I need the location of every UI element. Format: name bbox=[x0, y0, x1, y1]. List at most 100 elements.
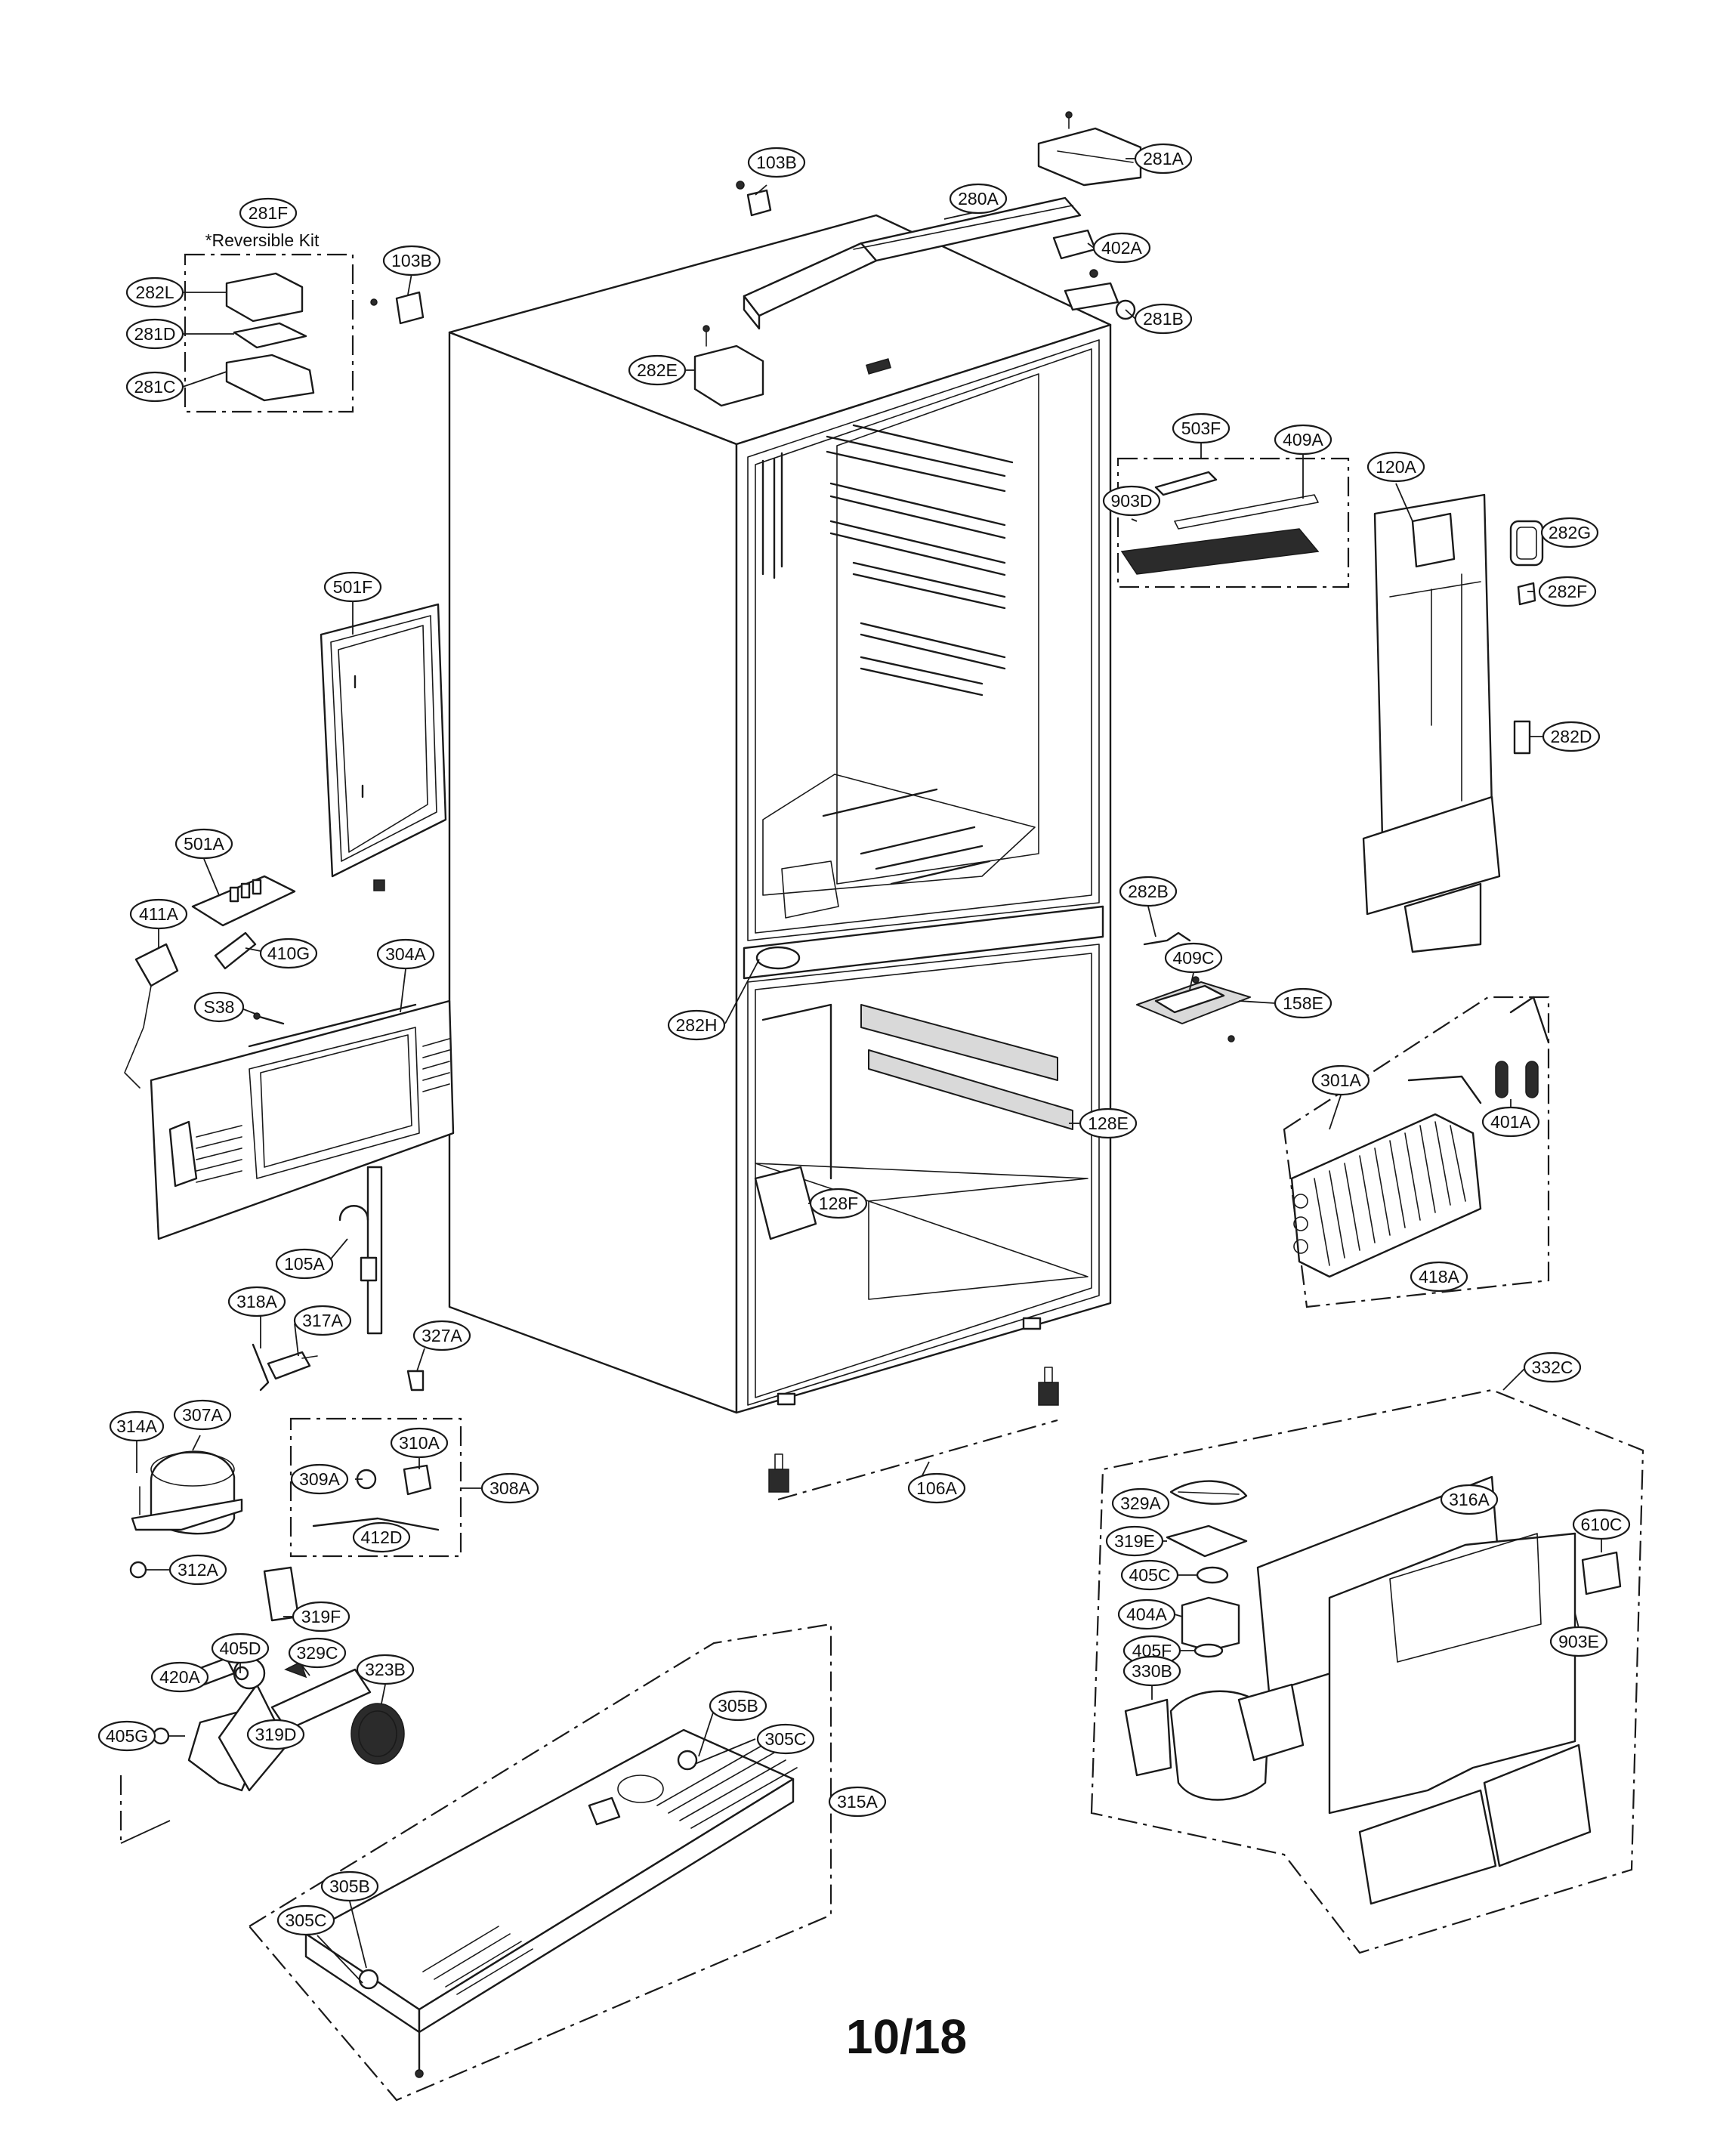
svg-text:409C: 409C bbox=[1173, 948, 1215, 968]
svg-text:282L: 282L bbox=[135, 283, 174, 302]
svg-text:405C: 405C bbox=[1129, 1565, 1171, 1585]
callout-301A: 301A bbox=[1311, 1064, 1370, 1096]
drain-hose-105A bbox=[338, 1166, 383, 1335]
part-282F bbox=[1517, 582, 1536, 606]
svg-text:105A: 105A bbox=[284, 1254, 325, 1274]
top-hinge-cover-280A bbox=[743, 196, 1082, 330]
svg-text:281A: 281A bbox=[1143, 149, 1184, 168]
callout-282L: 282L bbox=[125, 276, 184, 308]
callout-409C: 409C bbox=[1164, 942, 1223, 974]
svg-text:319E: 319E bbox=[1114, 1531, 1155, 1551]
callout-319E: 319E bbox=[1105, 1525, 1164, 1557]
svg-text:309A: 309A bbox=[299, 1469, 340, 1489]
callout-327A: 327A bbox=[412, 1320, 471, 1351]
sensor-318A-317A bbox=[252, 1343, 318, 1392]
reversible-kit-note: *Reversible Kit bbox=[205, 230, 320, 250]
light-assembly-409C bbox=[1136, 981, 1251, 1042]
svg-text:610C: 610C bbox=[1581, 1515, 1623, 1534]
callout-158E: 158E bbox=[1274, 987, 1332, 1019]
led-module-503F bbox=[1120, 471, 1320, 575]
callout-315A: 315A bbox=[828, 1786, 887, 1818]
svg-text:409A: 409A bbox=[1283, 430, 1323, 449]
clip-327A bbox=[406, 1370, 425, 1392]
condenser-coil-323B bbox=[350, 1703, 405, 1765]
callout-282E: 282E bbox=[628, 354, 687, 386]
callout-305C-top: 305C bbox=[756, 1723, 815, 1755]
callout-420A: 420A bbox=[150, 1661, 209, 1693]
svg-text:304A: 304A bbox=[385, 944, 426, 964]
svg-text:323B: 323B bbox=[365, 1660, 406, 1679]
callout-305C-bot: 305C bbox=[276, 1904, 335, 1936]
svg-text:330B: 330B bbox=[1132, 1661, 1172, 1681]
callout-323B: 323B bbox=[356, 1654, 415, 1685]
callout-316A: 316A bbox=[1440, 1484, 1499, 1515]
svg-text:405D: 405D bbox=[220, 1639, 261, 1658]
svg-text:120A: 120A bbox=[1376, 457, 1416, 477]
svg-text:S38: S38 bbox=[204, 997, 235, 1017]
svg-text:405G: 405G bbox=[106, 1726, 148, 1746]
svg-text:282D: 282D bbox=[1551, 727, 1592, 746]
callout-281C: 281C bbox=[125, 371, 184, 403]
svg-text:420A: 420A bbox=[159, 1667, 200, 1687]
callout-404A: 404A bbox=[1117, 1598, 1176, 1630]
callout-411A: 411A bbox=[129, 898, 188, 930]
relay-308A-parts bbox=[312, 1464, 440, 1531]
callout-280A: 280A bbox=[949, 183, 1008, 215]
callout-329C: 329C bbox=[288, 1637, 347, 1669]
svg-text:501A: 501A bbox=[184, 834, 224, 854]
callout-282F: 282F bbox=[1538, 576, 1597, 607]
callout-329A: 329A bbox=[1111, 1487, 1170, 1519]
svg-text:106A: 106A bbox=[916, 1478, 957, 1498]
svg-text:503F: 503F bbox=[1181, 419, 1221, 438]
svg-text:281F: 281F bbox=[249, 203, 288, 223]
evaporator-coil-icon bbox=[1290, 1075, 1482, 1278]
svg-text:128E: 128E bbox=[1088, 1114, 1129, 1133]
svg-text:404A: 404A bbox=[1126, 1605, 1167, 1624]
svg-text:329C: 329C bbox=[297, 1643, 338, 1663]
svg-text:319F: 319F bbox=[301, 1607, 341, 1626]
callout-281D: 281D bbox=[125, 318, 184, 350]
callout-281A: 281A bbox=[1134, 143, 1193, 175]
air-duct-120A bbox=[1362, 493, 1501, 953]
svg-text:501F: 501F bbox=[333, 577, 372, 597]
callout-410G: 410G bbox=[259, 937, 318, 969]
compressor-icon bbox=[129, 1450, 243, 1579]
callout-304A: 304A bbox=[376, 938, 435, 970]
page-number: 10/18 bbox=[846, 2009, 967, 2064]
fan-assembly-332C bbox=[1124, 1475, 1622, 1905]
callout-332C: 332C bbox=[1523, 1351, 1582, 1383]
refrigerator-cabinet-icon bbox=[448, 214, 1112, 1414]
svg-text:402A: 402A bbox=[1101, 238, 1142, 258]
svg-text:319D: 319D bbox=[255, 1725, 297, 1744]
callout-128E: 128E bbox=[1079, 1107, 1138, 1139]
gasket-282G bbox=[1509, 520, 1544, 567]
callout-282H: 282H bbox=[667, 1009, 726, 1041]
callout-305B-bot: 305B bbox=[320, 1870, 379, 1902]
svg-text:310A: 310A bbox=[399, 1433, 440, 1453]
bracket-282B bbox=[1143, 931, 1191, 946]
callout-312A: 312A bbox=[168, 1554, 227, 1586]
svg-text:158E: 158E bbox=[1283, 993, 1323, 1013]
svg-text:301A: 301A bbox=[1320, 1070, 1361, 1090]
callout-318A: 318A bbox=[227, 1286, 286, 1317]
machine-cover-304A bbox=[150, 999, 455, 1240]
callout-314A: 314A bbox=[109, 1410, 165, 1442]
callout-903E: 903E bbox=[1549, 1626, 1608, 1657]
callout-405D: 405D bbox=[211, 1632, 270, 1664]
leveling-legs-106A bbox=[768, 1367, 1059, 1501]
base-plate-315A bbox=[304, 1728, 798, 2078]
svg-text:103B: 103B bbox=[756, 153, 797, 172]
svg-text:128F: 128F bbox=[819, 1194, 858, 1213]
svg-text:903D: 903D bbox=[1111, 491, 1153, 511]
hinge-pin-103B-left bbox=[395, 291, 425, 325]
svg-text:282H: 282H bbox=[676, 1015, 718, 1035]
callout-405G: 405G bbox=[97, 1720, 156, 1752]
svg-text:903E: 903E bbox=[1558, 1632, 1599, 1651]
heater-401A bbox=[1495, 996, 1550, 1098]
svg-text:305B: 305B bbox=[718, 1696, 758, 1716]
callout-503F: 503F bbox=[1172, 412, 1231, 444]
callout-308A: 308A bbox=[480, 1472, 539, 1504]
callout-103B-top: 103B bbox=[747, 147, 806, 178]
callout-319D: 319D bbox=[246, 1719, 305, 1750]
